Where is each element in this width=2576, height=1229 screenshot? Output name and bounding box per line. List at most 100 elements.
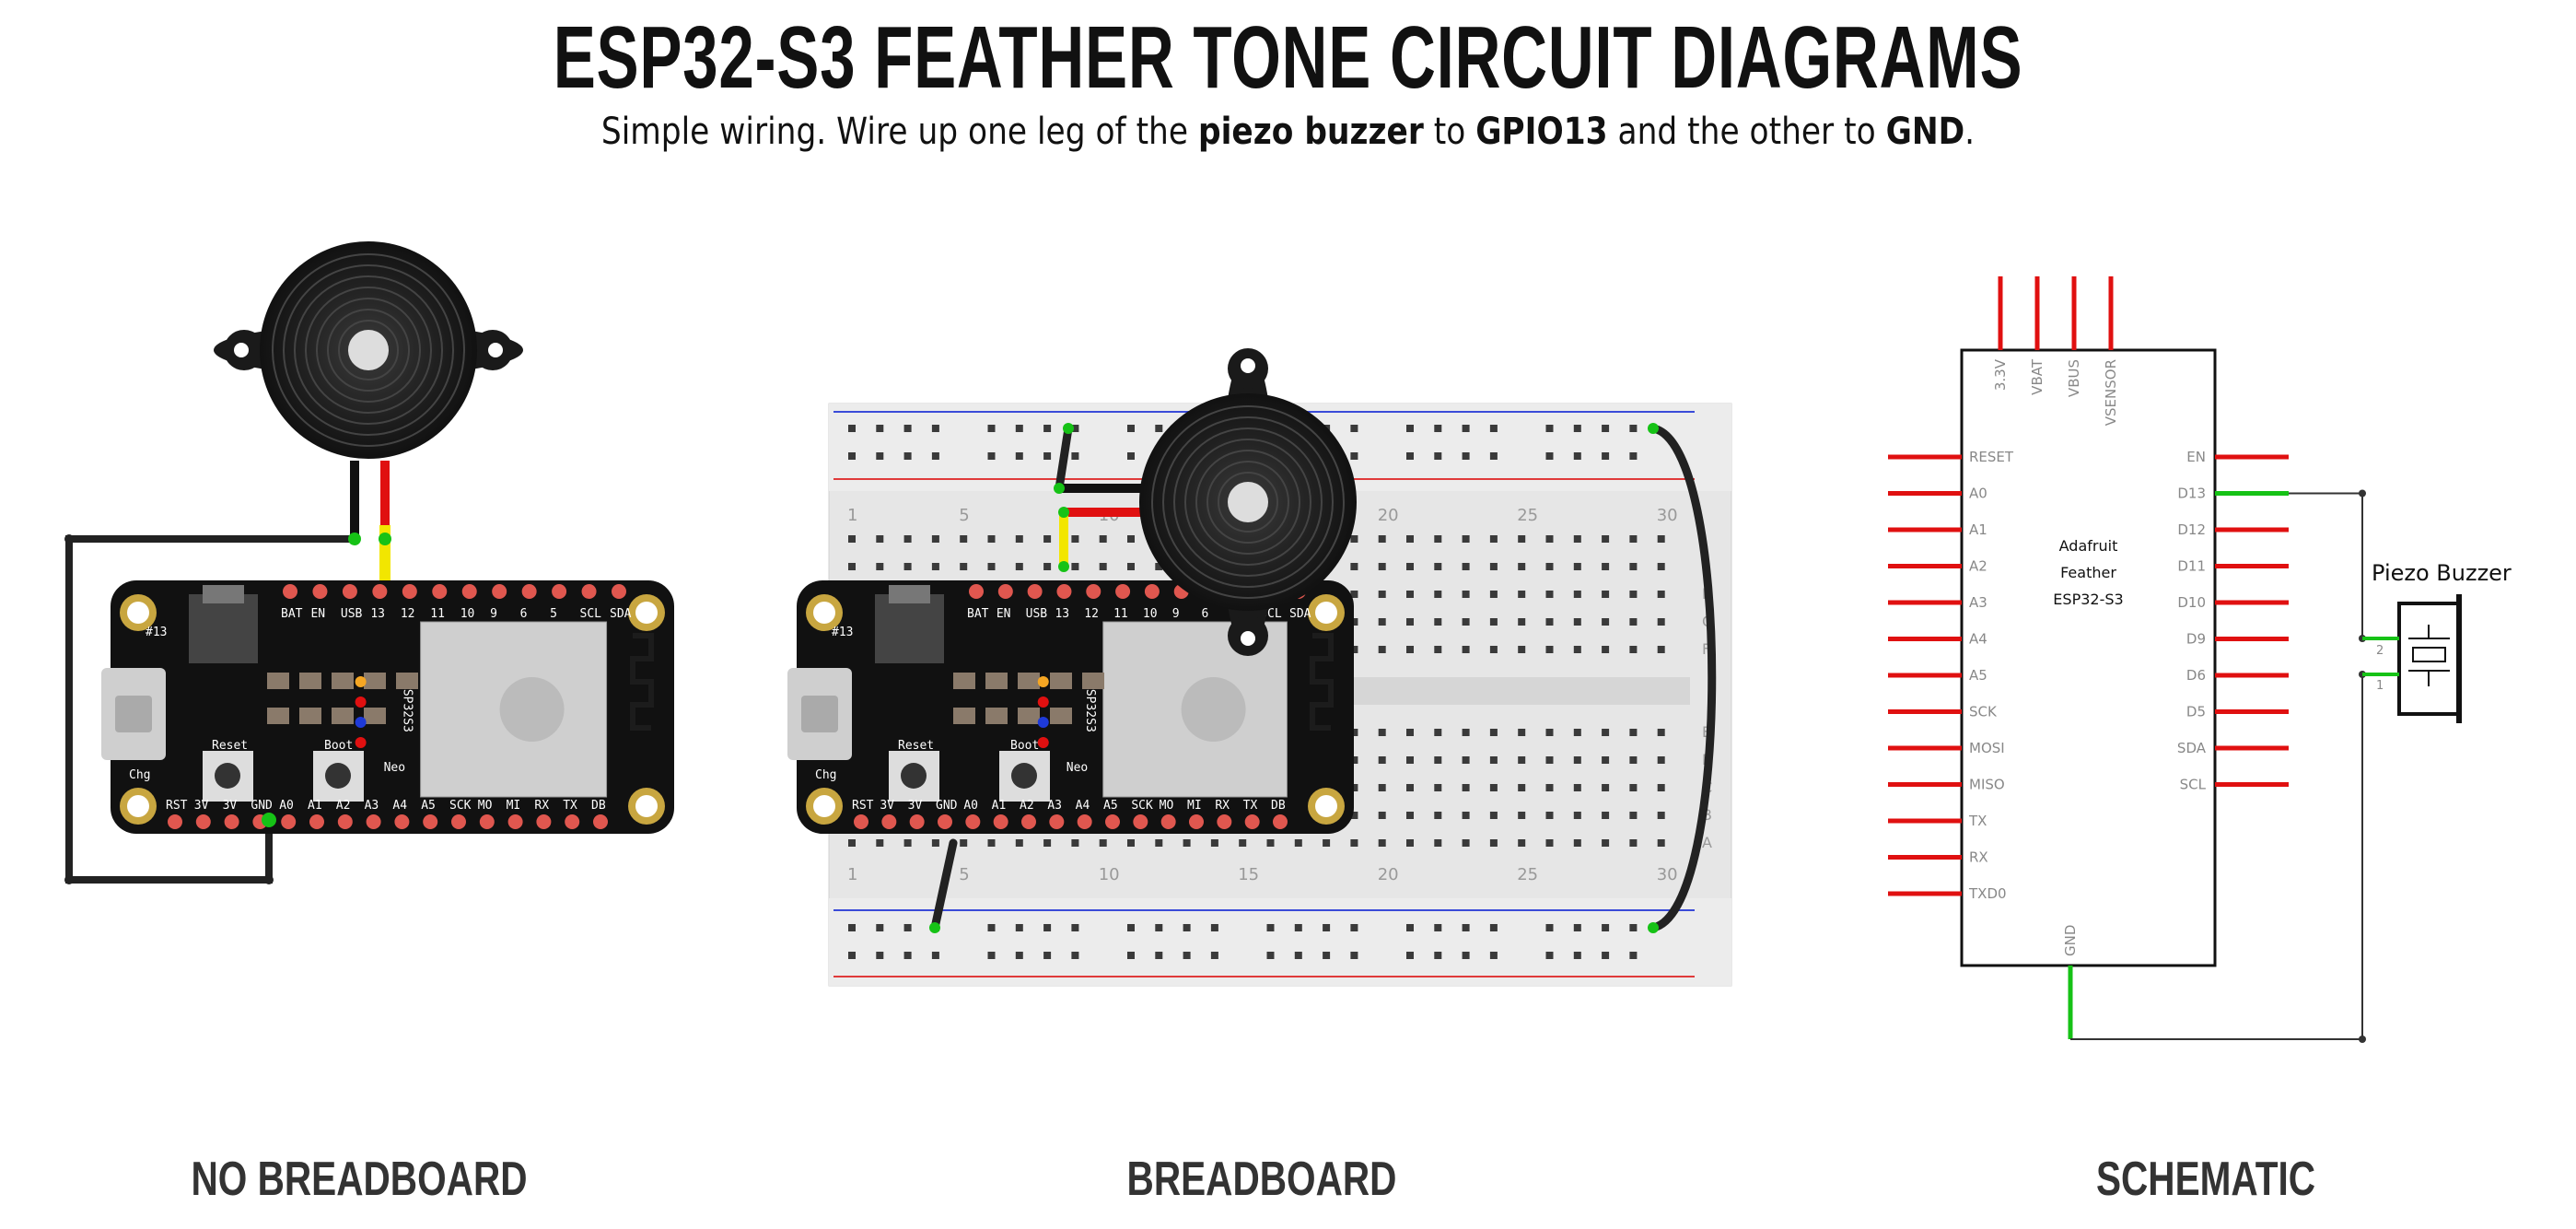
top-header-pin xyxy=(372,584,388,599)
bottom-pin-label: RX xyxy=(1215,799,1230,813)
rail-hole xyxy=(1071,452,1079,460)
row-letter: A xyxy=(1702,834,1712,851)
breadboard-hole xyxy=(1573,646,1581,653)
smd-component xyxy=(364,708,386,724)
schematic-left-pin-label: A3 xyxy=(1969,594,1987,611)
rail-hole xyxy=(1155,425,1163,432)
breadboard-hole xyxy=(1602,812,1610,819)
top-pin-label: BAT xyxy=(281,607,303,621)
rail-hole xyxy=(1602,452,1610,460)
column-number: 15 xyxy=(1238,865,1259,884)
breadboard-hole xyxy=(1518,784,1526,791)
breadboard-hole xyxy=(1462,839,1470,847)
schematic-wire-d13 xyxy=(2289,492,2363,638)
smd-component xyxy=(1050,708,1072,724)
schematic-right-pin-label: D12 xyxy=(2177,521,2206,538)
neo-label: Neo xyxy=(384,761,405,775)
breadboard-hole xyxy=(1518,729,1526,736)
usb-c-port xyxy=(115,696,152,732)
breadboard-hole xyxy=(1545,563,1554,570)
rail-hole xyxy=(848,452,856,460)
top-pin-label: 12 xyxy=(401,607,415,621)
chip-name-line: Feather xyxy=(2060,564,2116,581)
breadboard-hole xyxy=(1518,563,1526,570)
breadboard-hole xyxy=(1378,756,1386,764)
boot-label: Boot xyxy=(324,739,353,753)
rail-hole xyxy=(903,425,912,432)
pin13-label: #13 xyxy=(832,626,853,639)
schematic-left-pin-label: MISO xyxy=(1969,777,2005,793)
chip-name-line: Adafruit xyxy=(2059,537,2118,555)
top-pin-label: USB xyxy=(341,607,363,621)
rail-hole xyxy=(876,924,884,931)
breadboard-hole xyxy=(1434,756,1442,764)
breadboard-hole xyxy=(1545,591,1554,598)
caption-no-breadboard: NO BREADBOARD xyxy=(191,1153,528,1206)
breadboard-hole xyxy=(1489,756,1498,764)
breadboard-hole xyxy=(1489,591,1498,598)
reset-label: Reset xyxy=(898,739,934,753)
breadboard-hole xyxy=(1489,618,1498,626)
breadboard-hole xyxy=(1043,563,1052,570)
bottom-pin-label: A5 xyxy=(1103,799,1118,813)
smd-component xyxy=(985,673,1008,689)
schematic-right-pin-label: D11 xyxy=(2177,558,2206,575)
bottom-pin-label: MI xyxy=(507,799,521,813)
column-number: 5 xyxy=(959,865,969,884)
rail-hole xyxy=(1127,952,1135,959)
breadboard-hole xyxy=(1434,618,1442,626)
schematic-left-pin-label: RESET xyxy=(1969,449,2014,465)
bottom-header-pin xyxy=(1189,814,1204,829)
top-pin-label: USB xyxy=(1026,607,1048,621)
breadboard-hole xyxy=(1602,729,1610,736)
rail-hole xyxy=(931,952,939,959)
buzzer-rings-bb xyxy=(1151,405,1345,599)
reset-label: Reset xyxy=(212,739,248,753)
top-pin-label: 5 xyxy=(550,607,557,621)
schematic-right-pin-label: D6 xyxy=(2186,667,2206,684)
breadboard-hole xyxy=(1406,784,1414,791)
rail-hole xyxy=(1071,952,1079,959)
piezo-buzzer-left xyxy=(214,241,523,459)
breadboard-hole xyxy=(1462,729,1470,736)
top-header-pin xyxy=(612,584,626,599)
breadboard-hole xyxy=(1350,618,1358,626)
breadboard-hole xyxy=(1545,839,1554,847)
breadboard-hole xyxy=(1518,812,1526,819)
rail-hole xyxy=(1043,952,1052,959)
bottom-pin-label: MI xyxy=(1187,799,1202,813)
rail-hole xyxy=(1043,452,1052,460)
smd-component xyxy=(364,673,386,689)
breadboard-hole xyxy=(1462,646,1470,653)
breadboard-hole xyxy=(1629,563,1638,570)
rail-hole xyxy=(1015,952,1023,959)
schematic-left-pin-label: MOSI xyxy=(1969,740,2005,756)
rail-hole xyxy=(1602,425,1610,432)
breadboard-hole xyxy=(1629,729,1638,736)
bottom-header-pin xyxy=(394,814,410,829)
breadboard-hole xyxy=(1378,618,1386,626)
buzzer-ring xyxy=(1206,461,1289,544)
rail-hole xyxy=(1462,952,1470,959)
smd-component xyxy=(1018,708,1040,724)
breadboard-hole xyxy=(1378,591,1386,598)
bottom-pin-label: DB xyxy=(591,799,606,813)
bottom-header-pin xyxy=(965,814,981,829)
rail-hole xyxy=(1434,425,1442,432)
bottom-header-pin xyxy=(1077,814,1092,829)
buzzer-ring xyxy=(283,264,454,436)
breadboard-hole xyxy=(1573,839,1581,847)
rail-hole xyxy=(1489,452,1498,460)
rail-hole xyxy=(1462,425,1470,432)
breadboard-hole xyxy=(1602,563,1610,570)
breadboard-hole xyxy=(1657,563,1665,570)
breadboard-hole xyxy=(1545,756,1554,764)
status-led xyxy=(1037,676,1049,687)
top-pin-label: SDA xyxy=(1289,607,1311,621)
row-letter: B xyxy=(1702,806,1712,824)
bottom-header-pin xyxy=(1105,814,1120,829)
rail-hole xyxy=(931,452,939,460)
breadboard-hole xyxy=(1406,646,1414,653)
